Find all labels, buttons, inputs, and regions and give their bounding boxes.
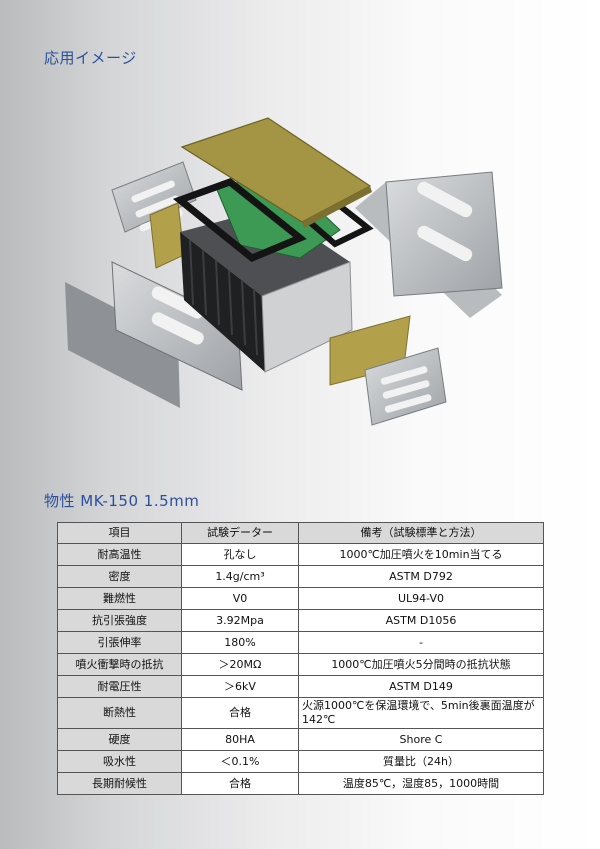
- remark-cell: 温度85℃，湿度85，1000時間: [298, 772, 544, 795]
- value-cell: ＜0.1%: [181, 750, 299, 773]
- table-row: 吸水性 ＜0.1% 質量比（24h）: [57, 750, 544, 773]
- value-cell: V0: [181, 587, 299, 610]
- table-row: 長期耐候性 合格 温度85℃，湿度85，1000時間: [57, 772, 544, 795]
- properties-heading: 物性 MK-150 1.5mm: [44, 492, 200, 510]
- left-insulation-pad: [149, 202, 185, 269]
- item-cell: 噴火衝撃時の抵抗: [57, 653, 182, 676]
- table-row: 硬度 80HA Shore C: [57, 728, 544, 751]
- left-side-plate: [65, 261, 243, 408]
- header-remarks: 備考（試験標準と方法）: [298, 522, 544, 544]
- remark-cell: 1000℃加圧噴火を10min当てる: [298, 543, 544, 566]
- value-cell: 孔なし: [181, 543, 299, 566]
- table-row: 密度 1.4g/cm³ ASTM D792: [57, 565, 544, 588]
- table-row: 断熱性 合格 火源1000℃を保温環境で、5min後裏面温度が142℃: [57, 697, 544, 729]
- item-cell: 耐電圧性: [57, 675, 182, 698]
- remark-cell: UL94-V0: [298, 587, 544, 610]
- table-header-row: 項目 試験データー 備考（試験標準と方法）: [57, 522, 544, 544]
- remark-cell: 質量比（24h）: [298, 750, 544, 773]
- header-item: 項目: [57, 522, 182, 544]
- table-row: 耐高温性 孔なし 1000℃加圧噴火を10min当てる: [57, 543, 544, 566]
- table-row: 引張伸率 180% -: [57, 631, 544, 654]
- table-row: 難燃性 V0 UL94-V0: [57, 587, 544, 610]
- remark-cell: 1000℃加圧噴火5分間時の抵抗状態: [298, 653, 544, 676]
- remark-cell: ASTM D149: [298, 675, 544, 698]
- properties-table: 項目 試験データー 備考（試験標準と方法） 耐高温性 孔なし 1000℃加圧噴火…: [57, 522, 544, 795]
- value-cell: 80HA: [181, 728, 299, 751]
- item-cell: 耐高温性: [57, 543, 182, 566]
- value-cell: ＞20MΩ: [181, 653, 299, 676]
- right-end-bracket: [364, 347, 447, 426]
- item-cell: 密度: [57, 565, 182, 588]
- value-cell: 合格: [181, 697, 299, 729]
- remark-cell: 火源1000℃を保温環境で、5min後裏面温度が142℃: [298, 697, 544, 729]
- item-cell: 難燃性: [57, 587, 182, 610]
- battery-pack-exploded-illustration: [65, 117, 503, 426]
- item-cell: 硬度: [57, 728, 182, 751]
- value-cell: 3.92Mpa: [181, 609, 299, 632]
- value-cell: ＞6kV: [181, 675, 299, 698]
- item-cell: 抗引張強度: [57, 609, 182, 632]
- value-cell: 合格: [181, 772, 299, 795]
- value-cell: 180%: [181, 631, 299, 654]
- table-row: 噴火衝撃時の抵抗 ＞20MΩ 1000℃加圧噴火5分間時の抵抗状態: [57, 653, 544, 676]
- table-row: 抗引張強度 3.92Mpa ASTM D1056: [57, 609, 544, 632]
- value-cell: 1.4g/cm³: [181, 565, 299, 588]
- remark-cell: Shore C: [298, 728, 544, 751]
- remark-cell: ASTM D1056: [298, 609, 544, 632]
- item-cell: 長期耐候性: [57, 772, 182, 795]
- remark-cell: -: [298, 631, 544, 654]
- remark-cell: ASTM D792: [298, 565, 544, 588]
- item-cell: 吸水性: [57, 750, 182, 773]
- right-side-plate: [355, 171, 503, 318]
- header-test-data: 試験データー: [181, 522, 299, 544]
- application-heading: 応用イメージ: [44, 49, 137, 67]
- item-cell: 断熱性: [57, 697, 182, 729]
- table-row: 耐電圧性 ＞6kV ASTM D149: [57, 675, 544, 698]
- item-cell: 引張伸率: [57, 631, 182, 654]
